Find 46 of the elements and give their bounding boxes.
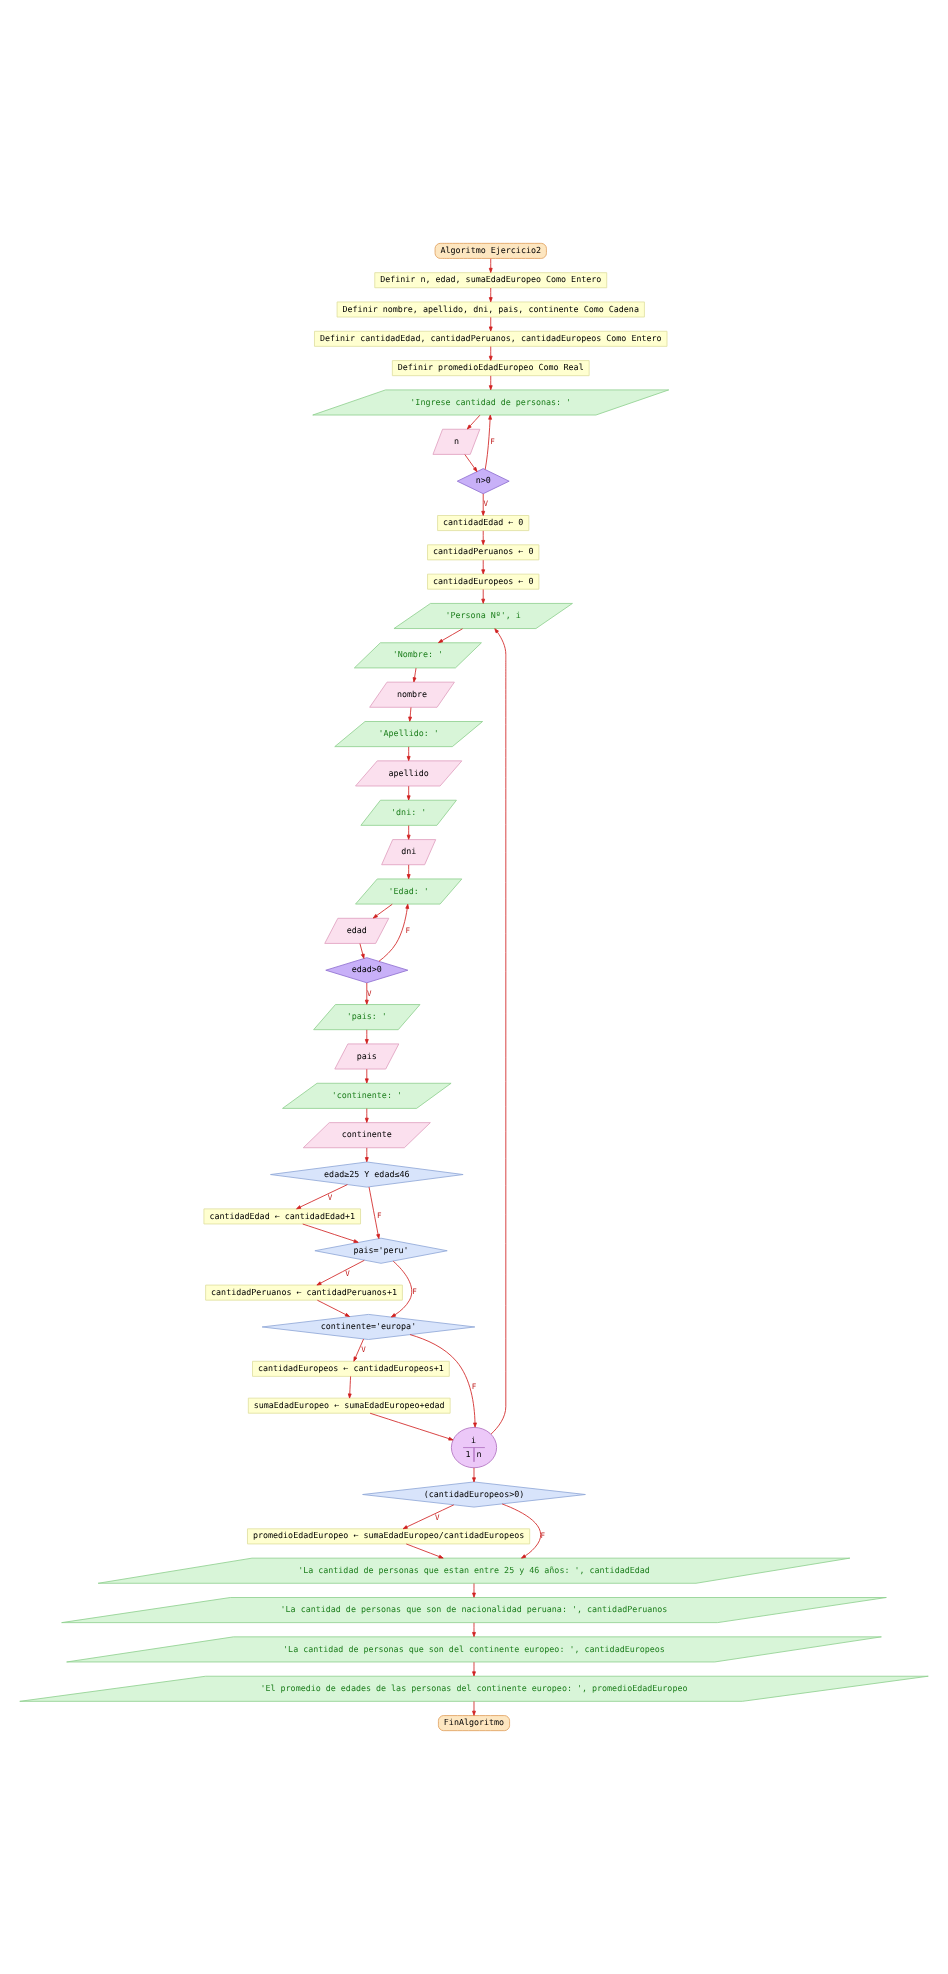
arrow bbox=[372, 903, 393, 919]
arrow bbox=[406, 864, 411, 880]
arrow bbox=[353, 1338, 364, 1362]
arrow bbox=[378, 903, 410, 962]
arrow bbox=[484, 414, 492, 470]
arrow bbox=[481, 530, 486, 546]
arrow bbox=[406, 825, 411, 840]
arrow bbox=[364, 1147, 369, 1163]
arrow bbox=[488, 316, 493, 332]
arrow bbox=[472, 1661, 476, 1677]
arrow bbox=[406, 785, 411, 801]
arrow bbox=[481, 589, 486, 604]
arrow bbox=[368, 1186, 380, 1239]
arrow bbox=[472, 1583, 476, 1598]
arrow bbox=[359, 943, 365, 959]
arrow bbox=[369, 1412, 454, 1441]
arrow bbox=[466, 414, 481, 430]
arrow bbox=[390, 1260, 413, 1318]
arrow bbox=[364, 1029, 369, 1045]
arrow bbox=[408, 707, 412, 722]
arrow bbox=[488, 375, 493, 391]
arrow bbox=[402, 1504, 455, 1530]
arrow bbox=[405, 1543, 444, 1559]
arrow bbox=[481, 559, 486, 575]
arrow bbox=[488, 258, 493, 273]
arrow bbox=[464, 454, 478, 472]
arrow bbox=[364, 982, 369, 1005]
arrow bbox=[488, 287, 493, 303]
arrow bbox=[438, 628, 463, 644]
arrow bbox=[316, 1259, 365, 1286]
arrow bbox=[472, 1467, 476, 1483]
arrow bbox=[406, 746, 411, 762]
arrow bbox=[412, 667, 417, 683]
arrow bbox=[472, 1622, 476, 1638]
arrow bbox=[347, 1376, 352, 1399]
arrow bbox=[302, 1223, 359, 1243]
arrow bbox=[490, 628, 507, 1435]
arrow bbox=[316, 1299, 350, 1317]
arrow bbox=[364, 1108, 369, 1123]
arrow bbox=[409, 1334, 477, 1428]
arrow bbox=[364, 1068, 369, 1084]
arrow bbox=[488, 346, 493, 361]
arrow bbox=[501, 1503, 542, 1559]
arrow bbox=[481, 493, 486, 516]
arrow bbox=[296, 1184, 348, 1210]
arrow bbox=[472, 1701, 476, 1716]
